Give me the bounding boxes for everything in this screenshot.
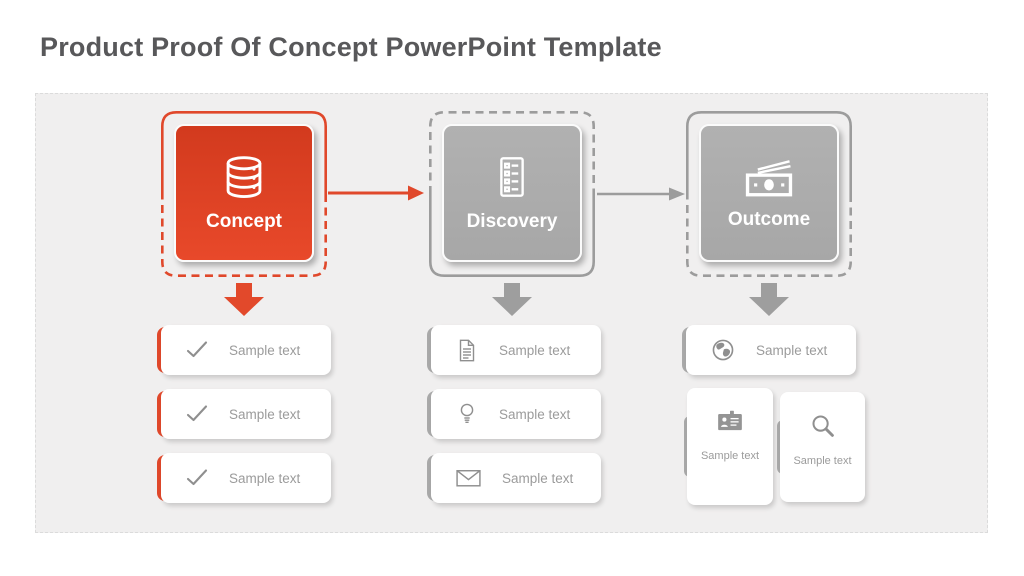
card-label: Sample text (502, 470, 574, 486)
diagram-panel: Concept (35, 93, 988, 533)
check-icon (186, 341, 208, 358)
discovery-item-3: Sample text (427, 453, 601, 503)
id-card-icon (718, 410, 742, 431)
check-icon (186, 405, 208, 422)
globe-icon (712, 339, 734, 361)
discovery-label: Discovery (466, 210, 558, 232)
card-label: Sample text (700, 450, 760, 462)
arrow-concept-to-discovery (328, 185, 424, 201)
document-icon (459, 339, 475, 361)
outcome-item-2: Sample text (684, 388, 773, 505)
concept-frame-border (161, 111, 327, 277)
discovery-box: Discovery (442, 124, 582, 262)
card-label: Sample text (793, 455, 852, 467)
concept-box: Concept (174, 124, 314, 262)
outcome-down-arrow (749, 283, 789, 316)
money-icon (745, 159, 793, 196)
concept-label: Concept (206, 210, 282, 232)
card-label: Sample text (229, 470, 301, 486)
card-label: Sample text (499, 406, 571, 422)
concept-item-3: Sample text (157, 453, 331, 503)
discovery-item-1: Sample text (427, 325, 601, 375)
outcome-item-3: Sample text (777, 392, 865, 502)
outcome-box: Outcome (699, 124, 839, 262)
database-icon (226, 155, 262, 198)
discovery-frame-border (429, 111, 595, 277)
step-box-outcome: Outcome (686, 111, 852, 277)
concept-down-arrow (224, 283, 264, 316)
slide-title: Product Proof Of Concept PowerPoint Temp… (40, 32, 662, 62)
card-label: Sample text (756, 342, 828, 358)
check-icon (186, 469, 208, 486)
outcome-item-1: Sample text (682, 325, 856, 375)
discovery-down-arrow (492, 283, 532, 316)
step-box-concept: Concept (161, 111, 327, 277)
outcome-label: Outcome (727, 208, 811, 230)
card-label: Sample text (229, 342, 301, 358)
concept-item-1: Sample text (157, 325, 331, 375)
arrow-discovery-to-outcome (597, 187, 685, 201)
checklist-icon (500, 156, 524, 197)
discovery-item-2: Sample text (427, 389, 601, 439)
search-icon (812, 415, 834, 437)
lightbulb-icon (460, 403, 474, 423)
envelope-icon (456, 470, 481, 487)
outcome-frame-border (686, 111, 852, 277)
card-label: Sample text (499, 342, 571, 358)
card-label: Sample text (229, 406, 301, 422)
concept-item-2: Sample text (157, 389, 331, 439)
step-box-discovery: Discovery (429, 111, 595, 277)
